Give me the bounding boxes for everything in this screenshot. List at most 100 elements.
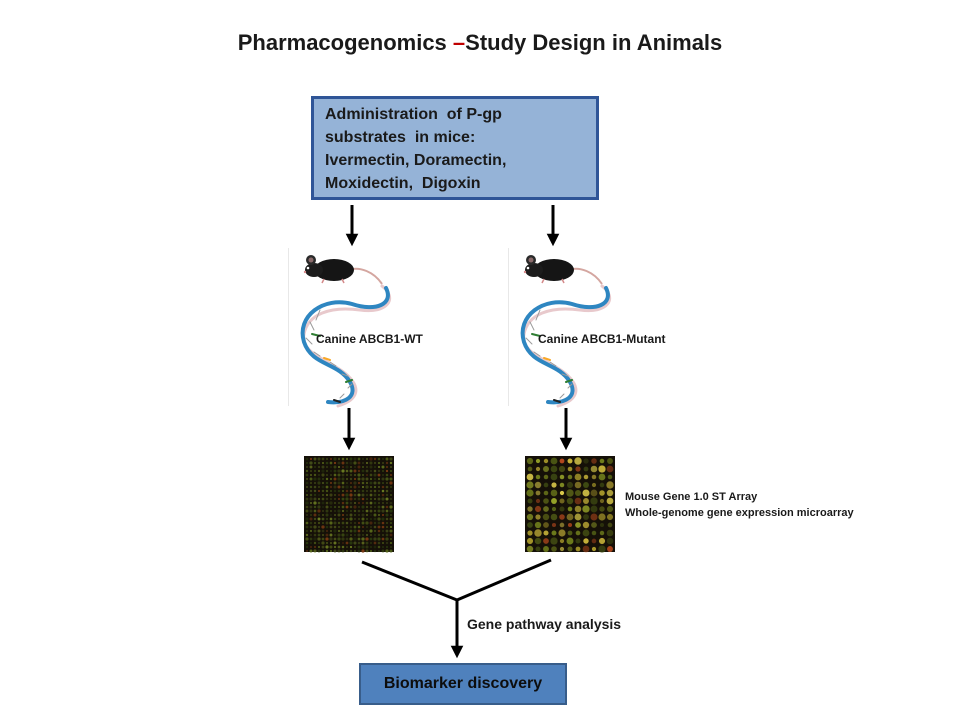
array-spot (559, 546, 565, 552)
array-spot (599, 458, 605, 464)
array-spot (337, 461, 341, 465)
array-spot (535, 466, 541, 472)
array-spot (329, 541, 333, 545)
array-spot (329, 533, 333, 537)
array-spot (329, 461, 333, 465)
array-spot (389, 509, 393, 513)
array-spot (365, 485, 369, 489)
array-spot (330, 498, 332, 500)
array-spot (370, 526, 372, 528)
array-spot (598, 545, 606, 553)
array-spot (527, 466, 533, 472)
array-spot (365, 525, 369, 529)
array-spot (559, 514, 565, 520)
array-spot (390, 494, 392, 496)
array-spot (377, 481, 381, 485)
array-spot (345, 533, 349, 537)
array-spot (535, 490, 541, 496)
administration-line-1: Administration of P-gp (325, 106, 502, 123)
array-spot (325, 485, 329, 489)
array-spot (310, 470, 312, 472)
array-spot (365, 521, 369, 525)
label-wt: Canine ABCB1-WT (316, 332, 423, 346)
array-spot (551, 506, 557, 512)
array-spot (342, 466, 344, 468)
array-spot (369, 469, 373, 473)
array-spot (341, 521, 345, 525)
array-spot (325, 517, 329, 521)
array-spot (566, 481, 574, 489)
array-spot (381, 549, 385, 553)
array-spot (385, 537, 389, 541)
array-spot (366, 462, 368, 464)
array-spot (305, 545, 309, 549)
array-spot (353, 521, 357, 525)
array-spot (313, 517, 317, 521)
array-spot (309, 465, 313, 469)
array-spot (325, 501, 329, 505)
array-spot (377, 545, 381, 549)
array-spot (389, 461, 393, 465)
array-spot (558, 529, 566, 537)
array-spot (350, 466, 352, 468)
array-spot (333, 541, 337, 545)
array-spot (369, 489, 373, 493)
array-spot (377, 525, 381, 529)
array-spot (551, 498, 557, 504)
administration-line-2: substrates in mice: (325, 129, 476, 146)
array-spot (559, 538, 565, 544)
array-spot (309, 525, 313, 529)
array-spot (305, 541, 309, 545)
array-spot (318, 546, 320, 548)
array-spot (574, 497, 582, 505)
array-spot (305, 481, 309, 485)
array-spot (606, 513, 614, 521)
array-spot (305, 469, 309, 473)
array-spot (582, 529, 590, 537)
array-spot (599, 498, 605, 504)
array-spot (526, 537, 534, 545)
array-spot (349, 545, 353, 549)
array-spot (377, 529, 381, 533)
array-spot (551, 530, 557, 536)
array-spot (381, 501, 385, 505)
array-spot (313, 529, 317, 533)
array-spot (361, 509, 365, 513)
array-spot (535, 498, 541, 504)
array-spot (377, 521, 381, 525)
array-spot (543, 490, 549, 496)
array-spot (389, 517, 393, 521)
array-spot (582, 545, 590, 553)
array-spot (373, 521, 377, 525)
array-spot (341, 537, 345, 541)
array-spot (322, 506, 324, 508)
array-spot (361, 469, 365, 473)
array-spot (534, 521, 542, 529)
array-spot (357, 493, 361, 497)
array-spot (309, 493, 313, 497)
array-spot (309, 501, 313, 505)
array-spot (607, 522, 613, 528)
array-spot (373, 549, 377, 553)
array-spot (373, 517, 377, 521)
array-spot (305, 457, 309, 461)
array-spot (329, 477, 333, 481)
array-spot (305, 509, 309, 513)
array-spot (373, 533, 377, 537)
array-spot (321, 541, 325, 545)
array-spot (317, 537, 321, 541)
array-spot (583, 458, 589, 464)
array-spot (353, 493, 357, 497)
array-spot (377, 473, 381, 477)
array-spot (329, 537, 333, 541)
array-spot (325, 489, 329, 493)
array-spot (598, 537, 606, 545)
array-spot (317, 525, 321, 529)
array-spot (313, 493, 317, 497)
array-spot (389, 485, 393, 489)
array-spot (349, 537, 353, 541)
array-spot (357, 529, 361, 533)
array-spot (377, 493, 381, 497)
array-spot (599, 530, 605, 536)
array-spot (329, 505, 333, 509)
